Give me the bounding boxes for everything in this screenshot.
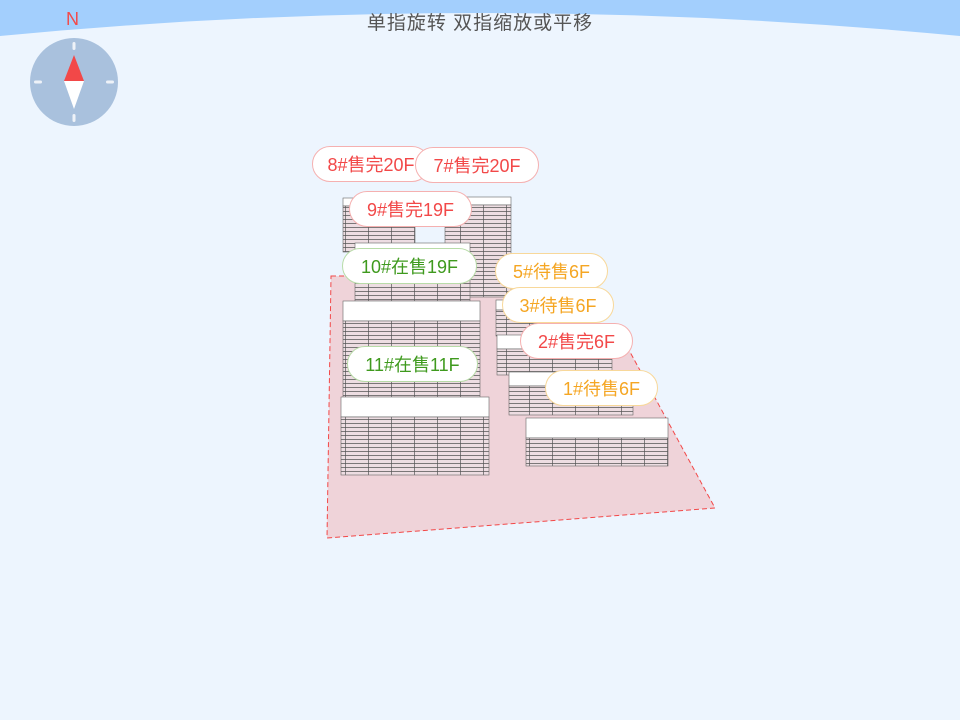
gesture-hint: 单指旋转 双指缩放或平移 [366, 13, 594, 34]
building-label-5[interactable]: 5#待售6F [495, 253, 608, 289]
building-label-11[interactable]: 11#在售11F [347, 346, 478, 382]
building-front-left[interactable] [340, 396, 490, 476]
building-label-2[interactable]: 2#售完6F [520, 323, 633, 359]
building-label-3[interactable]: 3#待售6F [502, 287, 614, 323]
building-label-9[interactable]: 9#售完19F [349, 191, 472, 227]
compass-icon[interactable] [30, 38, 118, 126]
building-label-7[interactable]: 7#售完20F [415, 147, 539, 183]
north-label: N [66, 9, 79, 29]
building-label-8[interactable]: 8#售完20F [312, 146, 430, 182]
building-label-10[interactable]: 10#在售19F [342, 248, 477, 284]
building-front-right[interactable] [525, 417, 669, 467]
building-label-1[interactable]: 1#待售6F [545, 370, 658, 406]
top-banner [0, 0, 960, 36]
